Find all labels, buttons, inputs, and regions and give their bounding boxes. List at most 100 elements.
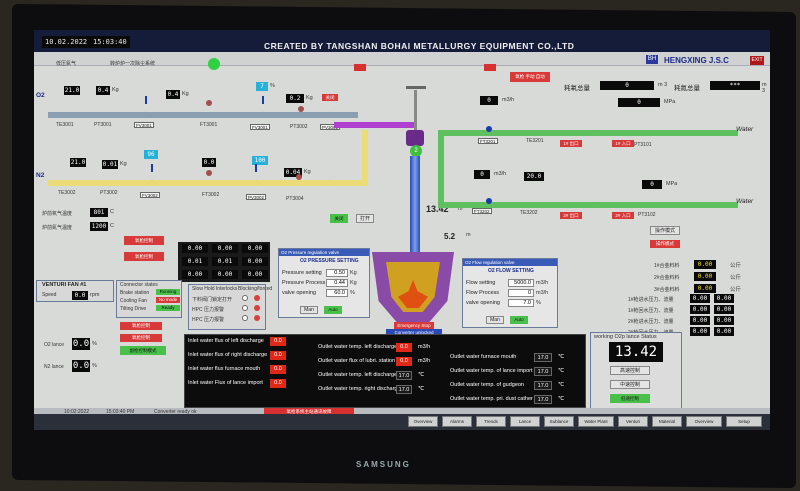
nav-overview[interactable]: Overview — [408, 416, 438, 427]
n2-valve-stem-2 — [255, 164, 257, 172]
tag-pt3002n: PT3002 — [100, 190, 118, 196]
n2-temp: 21.0 — [70, 158, 86, 167]
emergency-stop-indicator[interactable]: Emergency Stop — [394, 322, 434, 329]
n2-pressure-1-unit: Kg — [120, 161, 127, 167]
interlock-row-3: HPC 压力报警 — [192, 317, 224, 323]
water-out-label-2: Water — [736, 198, 754, 205]
low-speed-button[interactable]: 低速控制 — [610, 394, 650, 403]
interlock-lamp-3 — [254, 315, 260, 321]
venturi-title: VENTURI FAN #1 — [42, 282, 87, 288]
table-a-row4-label: Inlet water Flux of lance import — [188, 380, 263, 386]
high-speed-button[interactable]: 高速控制 — [610, 366, 650, 375]
time-display: 15:03:40 — [90, 36, 130, 48]
oxygen-total-unit: m 3 — [658, 82, 668, 88]
flow-setting-input[interactable]: 5000.0 — [508, 279, 534, 287]
monitor-brand: SAMSUNG — [356, 460, 411, 469]
o2-flow-heading: O2 FLOW SETTING — [488, 268, 534, 274]
pressure-man-button[interactable]: Man — [300, 306, 318, 314]
o2-pressure-panel-title: O2 Pressure regulation valve — [279, 249, 369, 256]
pressure-auto-button[interactable]: Auto — [324, 306, 342, 314]
table-c-row2-label: Outlet water temp. of lance import — [450, 368, 533, 374]
grid-r1-c3: 0.00 — [242, 244, 268, 253]
water-pipe-2 — [438, 202, 738, 208]
mode-select-button-2[interactable]: 操作模式 — [650, 240, 680, 248]
lance-water-3-label: 2#枪进水压力、流量 — [628, 319, 674, 325]
flow-process-value: 0 — [508, 289, 534, 297]
pressure-process-unit: Kg — [350, 280, 357, 286]
page-title: CREATED BY TANGSHAN BOHAI METALLURGY EQU… — [264, 41, 575, 51]
o2-shutoff-close-button[interactable]: 关闭 — [322, 94, 338, 101]
interlock-panel — [188, 284, 266, 330]
water-2-out-button[interactable]: 2# 出口 — [560, 212, 582, 219]
nav-overview-2[interactable]: Overview — [686, 416, 722, 427]
n2-gauge-icon — [296, 174, 302, 180]
tag-fv3002: FV3002 — [140, 192, 160, 198]
flow-auto-button[interactable]: Auto — [510, 316, 528, 324]
n2-valve-2-opening: 100 — [252, 156, 268, 165]
nav-water-plant[interactable]: Water Plant — [578, 416, 614, 427]
interlock-radio-2[interactable] — [242, 305, 248, 311]
control-button-2[interactable]: 氧枪控制 — [124, 252, 164, 261]
flow-man-button[interactable]: Man — [486, 316, 504, 324]
nav-setup[interactable]: Setup — [726, 416, 762, 427]
nav-trends[interactable]: Trends — [476, 416, 506, 427]
nav-material[interactable]: Material — [652, 416, 682, 427]
mid-speed-button[interactable]: 中速控制 — [610, 380, 650, 389]
grid-r1-c1: 0.00 — [182, 244, 208, 253]
pressure-setting-unit: Kg — [350, 270, 357, 276]
grid-r3-c3: 0.00 — [242, 270, 268, 279]
mode-select-button[interactable]: 操作模式 — [650, 226, 680, 235]
close-button[interactable]: 关闭 — [330, 214, 348, 223]
alarm-banner[interactable]: 氧枪系统主站通讯故障 — [264, 408, 354, 415]
table-b-row2-label: Outlet water flux of lubri. station — [318, 358, 396, 364]
n2-pressure-2-unit: Kg — [304, 169, 311, 175]
water-pressure-2: 0 — [642, 180, 662, 189]
tilting-label: Tilting Drive — [120, 306, 147, 312]
lance-hoist — [406, 86, 426, 89]
tag-ft3201: FT3201 — [478, 138, 498, 144]
sublance-mode-button[interactable]: 副枪控制模式 — [120, 346, 166, 355]
n2-flow: 0.0 — [202, 158, 216, 167]
o2-furnace-temp: 801 — [90, 208, 108, 217]
lance-indicator[interactable]: 2 — [410, 145, 422, 157]
control-button-1[interactable]: 氧枪控制 — [124, 236, 164, 245]
table-c-row3-unit: ℃ — [558, 382, 565, 388]
table-c-row2-value: 17.0 — [534, 367, 552, 376]
water-2-in-button[interactable]: 2# 入口 — [612, 212, 634, 219]
table-b-row3-value: 17.0 — [396, 371, 412, 380]
water-pressure-2-unit: MPa — [666, 181, 678, 187]
nav-alarms[interactable]: Alarms — [442, 416, 472, 427]
alloy-3-label: 3#合金料料 — [654, 287, 680, 293]
exit-button[interactable]: EXIT — [750, 56, 764, 65]
interlock-radio-3[interactable] — [242, 315, 248, 321]
tag-fv3001b: FV3001 — [250, 124, 270, 130]
status-time: 15:03:40 PM — [106, 409, 135, 415]
interlock-title: Slow Hold Interlocks — [192, 286, 238, 292]
nav-lance[interactable]: Lance — [510, 416, 540, 427]
brake-status: Running — [156, 289, 180, 295]
table-c-row4-unit: ℃ — [558, 396, 565, 402]
water-1-out-button[interactable]: 1# 出口 — [560, 140, 582, 147]
interlock-radio-1[interactable] — [242, 295, 248, 301]
lance-water-2-flow: 0.00 — [714, 305, 734, 314]
o2-flow-panel-title: O2 Flow regulation valve — [463, 259, 557, 266]
table-a-row3-label: Inlet water flux furnace mouth — [188, 366, 261, 372]
n2-furnace-temp-label: 炉前氮气温度 — [42, 225, 73, 231]
venturi-control-button-2[interactable]: 氧枪控制 — [120, 334, 162, 342]
nav-venturi[interactable]: Venturi — [618, 416, 648, 427]
water-temp-2: 20.0 — [524, 172, 544, 181]
mode-button[interactable]: 氧枪 手动 自动 — [510, 72, 550, 82]
pressure-setting-label: Pressure setting — [282, 270, 322, 276]
water-riser-2 — [438, 162, 444, 208]
venturi-control-button-1[interactable]: 氧枪控制 — [120, 322, 162, 330]
company-logo: BH — [646, 55, 658, 64]
water-1-in-button[interactable]: 1# 入口 — [612, 140, 634, 147]
pressure-setting-input[interactable]: 0.50 — [326, 269, 348, 277]
nav-sublance[interactable]: Sublance — [544, 416, 574, 427]
o2-pressure-1-unit: Kg — [112, 87, 119, 93]
open-button[interactable]: 打开 — [356, 214, 374, 223]
table-c-row3-value: 17.0 — [534, 381, 552, 390]
water-table — [184, 334, 586, 408]
lance-water-4-flow: 0.00 — [714, 327, 734, 336]
table-b-row2-value: 0.0 — [396, 357, 412, 366]
